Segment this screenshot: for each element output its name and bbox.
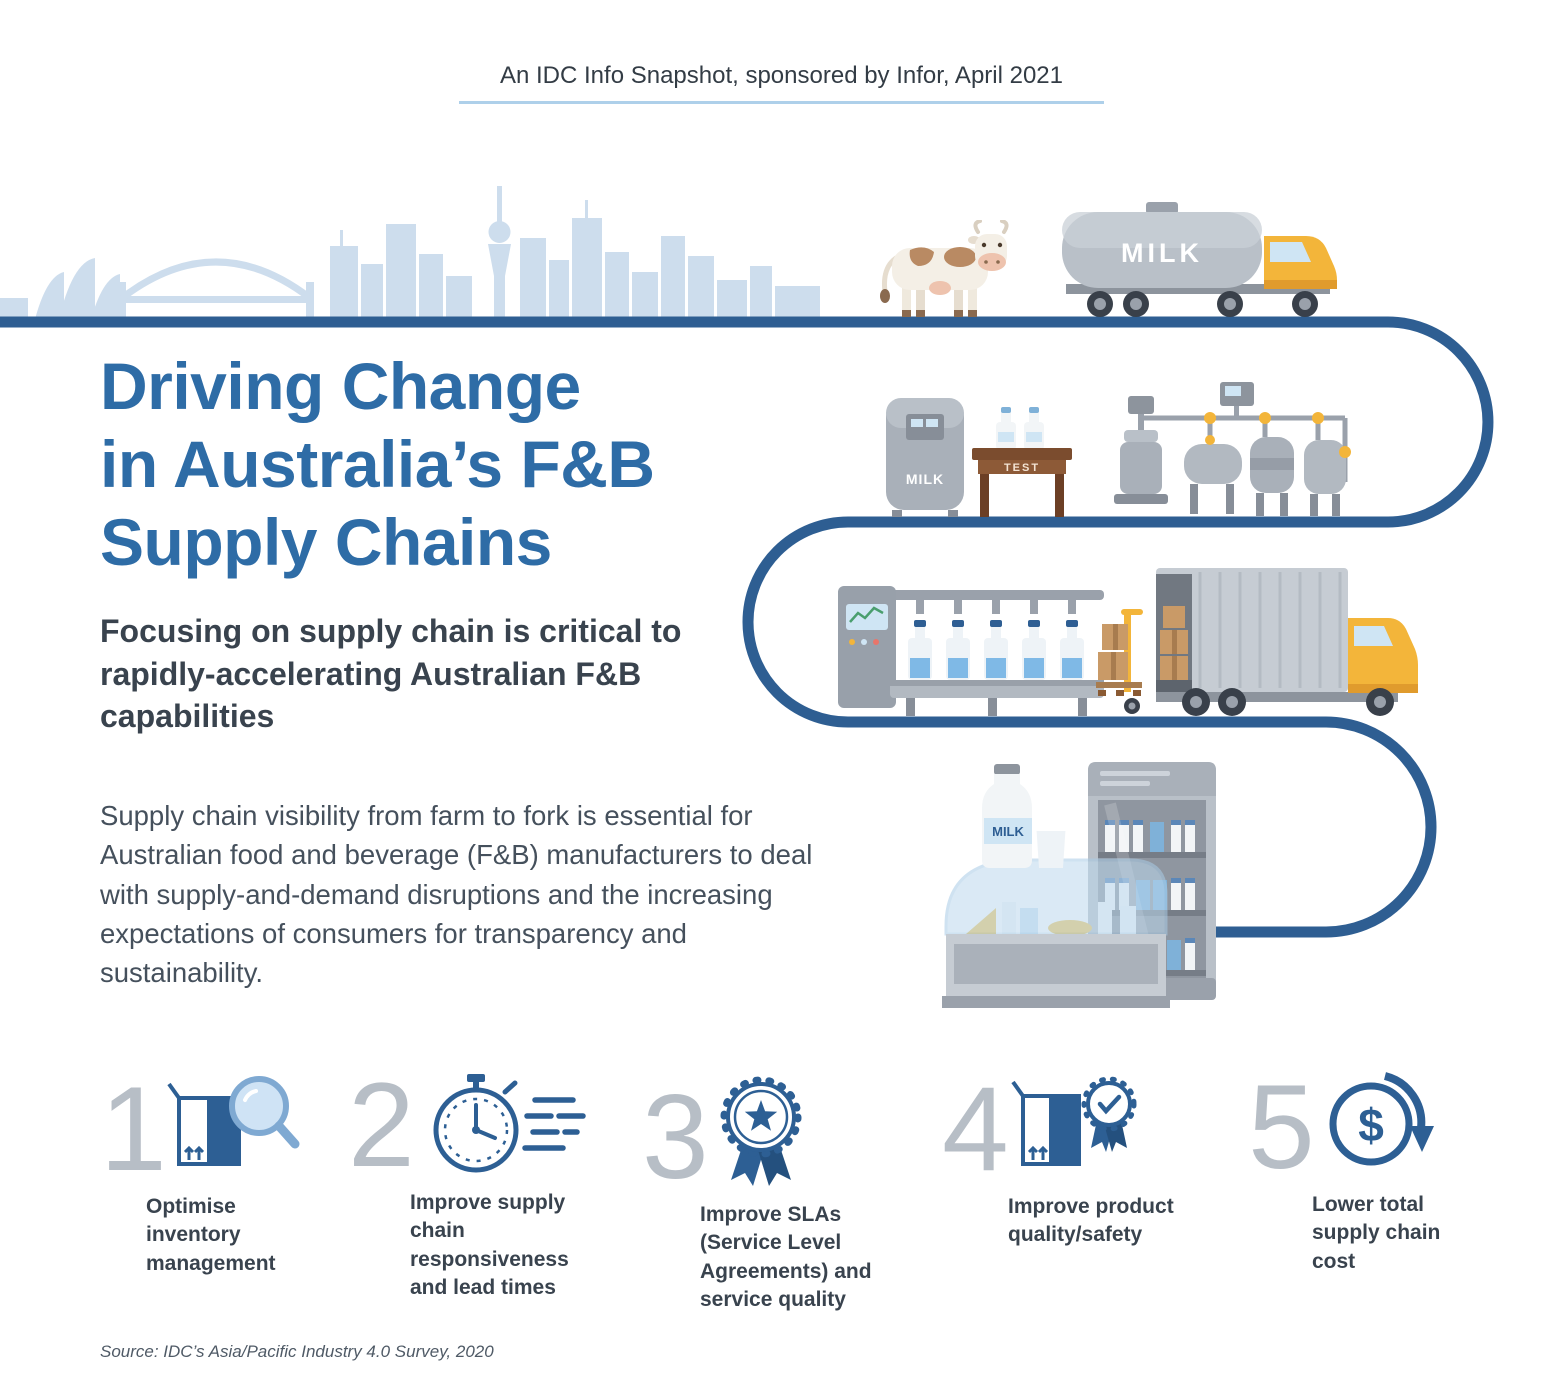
vat-milk-label: MILK	[906, 471, 944, 487]
header-text: An IDC Info Snapshot, sponsored by Infor…	[499, 62, 1063, 89]
source-text: Source: IDC’s Asia/Pacific Industry 4.0 …	[100, 1342, 494, 1361]
benefit-5-label: Lower total supply chain cost	[1312, 1193, 1441, 1273]
benefit-item-4: 4 Improve product quality/safety	[942, 1062, 1223, 1250]
benefit-5-number: 5	[1248, 1060, 1315, 1195]
benefit-1-label: Optimise inventory management	[146, 1195, 276, 1275]
bottling-line-illustration	[838, 586, 1104, 716]
benefit-item-3: 3 Improve SLAs (Service Level Agreements…	[642, 1072, 900, 1314]
page-title-line-3: Supply Chains	[100, 504, 552, 579]
page-title-line-2: in Australia’s F&B	[100, 426, 655, 501]
benefit-2-label: Improve supply chain responsiveness and …	[410, 1191, 569, 1300]
stopwatch-speed-icon	[433, 1074, 586, 1173]
benefit-2-number: 2	[348, 1058, 415, 1193]
quality-badge-icon	[1011, 1076, 1137, 1166]
table-test-label: TEST	[1004, 462, 1040, 474]
page-title-line-1: Driving Change	[100, 349, 581, 423]
processing-equipment-illustration	[1114, 382, 1351, 516]
milk-vat-and-test-table-illustration: MILK TEST	[886, 398, 1072, 517]
page-title: Driving Change in Australia’s F&B Supply…	[100, 348, 655, 582]
header-divider	[459, 101, 1104, 104]
cow-illustration	[880, 220, 1009, 317]
intro-paragraph: Supply chain visibility from farm to for…	[100, 800, 813, 989]
delivery-truck-illustration	[1096, 568, 1418, 716]
inventory-magnifier-icon	[167, 1076, 300, 1166]
page-subtitle: Focusing on supply chain is critical to …	[100, 613, 682, 735]
award-ribbon-icon	[720, 1076, 802, 1186]
retail-dairy-illustration: MILK	[942, 762, 1216, 1008]
bottle-milk-label: MILK	[992, 824, 1024, 839]
benefit-3-label: Improve SLAs (Service Level Agreements) …	[700, 1203, 872, 1312]
benefit-1-number: 1	[100, 1062, 167, 1197]
benefit-item-2: 2 Improve supply chain responsiveness an…	[348, 1058, 587, 1302]
benefit-4-label: Improve product quality/safety	[1008, 1195, 1174, 1247]
benefit-3-number: 3	[642, 1070, 709, 1205]
benefit-item-1: 1 Optimise inventory management	[100, 1062, 302, 1278]
dollar-symbol: $	[1358, 1099, 1384, 1151]
benefit-4-number: 4	[942, 1062, 1009, 1197]
milk-tanker-illustration: MILK	[1062, 202, 1337, 317]
benefit-item-5: 5 $ Lower total supply chain cost	[1248, 1060, 1477, 1276]
tanker-milk-label: MILK	[1121, 238, 1203, 268]
lower-cost-icon: $	[1329, 1072, 1434, 1166]
sydney-skyline-illustration	[0, 186, 820, 323]
